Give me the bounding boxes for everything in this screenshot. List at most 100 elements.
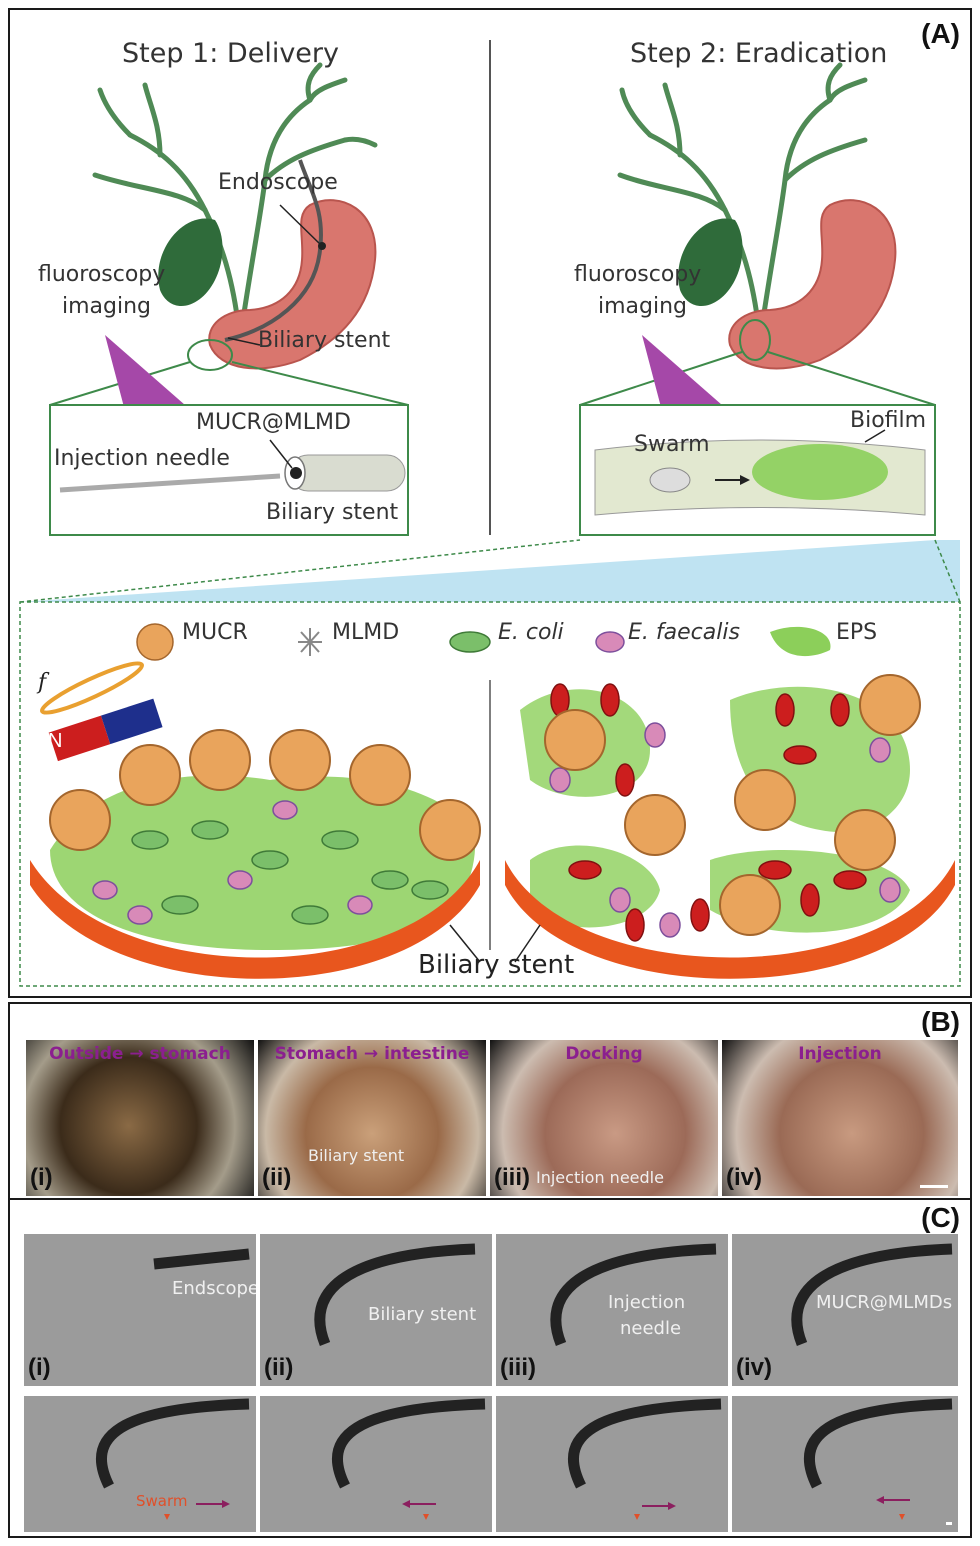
fluoro-frame-7: [496, 1396, 728, 1532]
endoscopy-frame-3-roman: (iii): [494, 1164, 530, 1191]
endoscope-shadow: [568, 1398, 722, 1489]
step1-gallbladder: [158, 218, 223, 307]
endoscope-shadow: [153, 1248, 250, 1270]
endoscopy-frame-1-roman: (i): [30, 1164, 53, 1191]
endoscope-shadow: [96, 1398, 250, 1489]
fluoro-frame-1: Endscope (i): [24, 1234, 256, 1386]
inset-stent-label: Biliary stent: [266, 500, 399, 525]
fluoro-frame-2-roman: (ii): [264, 1354, 294, 1381]
magnet: [48, 698, 163, 762]
step2-stomach: [728, 199, 897, 370]
left-stent-wall: [30, 860, 480, 979]
fluoro-frame-3: Injection needle (iii): [496, 1234, 728, 1386]
endoscopy-frame-4: Injection (iv): [722, 1040, 958, 1196]
injection-needle: [59, 473, 281, 493]
inset-needle-label: Injection needle: [54, 446, 230, 471]
fluoro-frame-3-caption-line2: needle: [620, 1318, 682, 1339]
fluoro-frame-2-caption: Biliary stent: [368, 1304, 477, 1325]
legend-ecoli-label: E. coli: [498, 620, 564, 645]
left-ecoli-cells: [131, 820, 449, 925]
legend-eps-label: EPS: [836, 620, 878, 645]
step2-bile-duct-tree: [617, 62, 868, 343]
bottom-biliary-stent-label: Biliary stent: [418, 950, 575, 980]
fluoro-frame-3-roman: (iii): [500, 1354, 536, 1381]
step1-stomach: [208, 199, 377, 370]
sky-band: [20, 540, 960, 602]
step1-title: Step 1: Delivery: [122, 38, 339, 69]
rotating-field-ring: [40, 661, 144, 715]
step2-fluoro-line2: imaging: [598, 294, 688, 319]
fluoro-frame-1-caption: Endscope: [172, 1278, 256, 1299]
fluoro-frame-4-caption: MUCR@MLMDs: [816, 1292, 953, 1313]
panel-b: (B) Outside → stomach (i) Stomach → inte…: [8, 1002, 972, 1200]
endoscopy-frame-3-caption: Injection needle: [536, 1168, 664, 1187]
endoscopy-frame-2: Stomach → intestine Biliary stent (ii): [258, 1040, 486, 1196]
right-mucr-robots: [544, 674, 921, 936]
fluoro-frame-4-roman: (iv): [736, 1354, 772, 1381]
right-efaecalis-cells: [549, 722, 901, 938]
fluoro-frame-6: [260, 1396, 492, 1532]
swarm-label: Swarm: [634, 432, 710, 457]
magnet-s-label: S: [132, 682, 146, 704]
endoscopy-frame-2-title: Stomach → intestine: [274, 1044, 470, 1064]
legend-mucr-label: MUCR: [182, 620, 248, 645]
magnet-n-label: N: [48, 730, 63, 752]
inset-stent-tube: [289, 454, 406, 492]
step1-zoom-circle: [187, 339, 233, 371]
scale-bar: [920, 1185, 948, 1188]
endoscopy-frame-3-title: Docking: [565, 1044, 643, 1064]
fluoro-frame-4: MUCR@MLMDs (iv): [732, 1234, 958, 1386]
endoscopy-frame-4-title: Injection: [798, 1044, 882, 1064]
left-efaecalis-cells: [92, 800, 373, 925]
legend-efaecalis-label: E. faecalis: [628, 620, 740, 645]
endoscope-shadow: [550, 1243, 717, 1347]
step1-endoscope-tube: [224, 159, 323, 342]
biofilm-blob: [752, 444, 888, 500]
swarm-marker: [423, 1514, 429, 1520]
endoscope-shadow: [314, 1243, 476, 1347]
legend-eps-icon: [770, 626, 831, 657]
panel-c-letter: (C): [921, 1202, 960, 1233]
endoscopy-frame-1: Outside → stomach (i): [26, 1040, 254, 1196]
step1-fluoro-line2: imaging: [62, 294, 152, 319]
panel-a: (A): [8, 8, 972, 998]
endoscope-shadow: [791, 1243, 953, 1347]
inset-mucr-label: MUCR@MLMD: [196, 410, 351, 435]
step1-biliary-stent-label: Biliary stent: [258, 328, 391, 353]
legend-mucr-icon: [136, 623, 174, 661]
left-mucr-robots: [49, 729, 481, 861]
panel-a-letter: (A): [921, 18, 960, 49]
fluoro-frame-3-caption-line1: Injection: [608, 1292, 686, 1313]
endoscope-shadow: [803, 1398, 953, 1489]
swarm-marker: [899, 1514, 905, 1520]
panel-b-letter: (B): [921, 1006, 960, 1037]
legend-efaecalis-icon: [595, 631, 625, 653]
biofilm-label: Biofilm: [850, 408, 927, 433]
endoscopy-frame-1-title: Outside → stomach: [49, 1044, 231, 1064]
scale-bar: [946, 1522, 952, 1525]
step2-title: Step 2: Eradication: [630, 38, 888, 69]
step1-endoscope-label: Endoscope: [218, 170, 338, 195]
panel-c: (C) Endscope (i) Biliary stent (ii) Inje…: [8, 1198, 972, 1538]
step2-fluoro-line1: fluoroscopy: [574, 262, 702, 287]
fluoro-frame-2: Biliary stent (ii): [260, 1234, 492, 1386]
panel-a-illustration: [19, 40, 961, 987]
endoscopy-frame-4-roman: (iv): [726, 1164, 762, 1191]
step2-zoom-circle: [739, 319, 771, 361]
swarm-marker: [634, 1514, 640, 1520]
legend-mlmd-icon: [298, 628, 322, 656]
swarm-text: Swarm: [136, 1492, 188, 1510]
step2-gallbladder: [678, 218, 743, 307]
legend-ecoli-icon: [449, 631, 491, 653]
fluoro-frame-8: [732, 1396, 958, 1532]
right-stent-wall: [505, 860, 955, 979]
endoscope-shadow: [332, 1398, 486, 1489]
step1-fluoro-line1: fluoroscopy: [38, 262, 166, 287]
fluoro-frame-1-roman: (i): [28, 1354, 51, 1381]
endoscopy-frame-2-roman: (ii): [262, 1164, 292, 1191]
step1-bile-duct-tree: [92, 62, 378, 343]
legend-mlmd-label: MLMD: [332, 620, 400, 645]
endoscopy-frame-3: Docking Injection needle (iii): [490, 1040, 718, 1196]
endoscopy-frame-2-caption: Biliary stent: [308, 1146, 405, 1165]
fluoro-frame-5: Swarm: [24, 1396, 256, 1532]
